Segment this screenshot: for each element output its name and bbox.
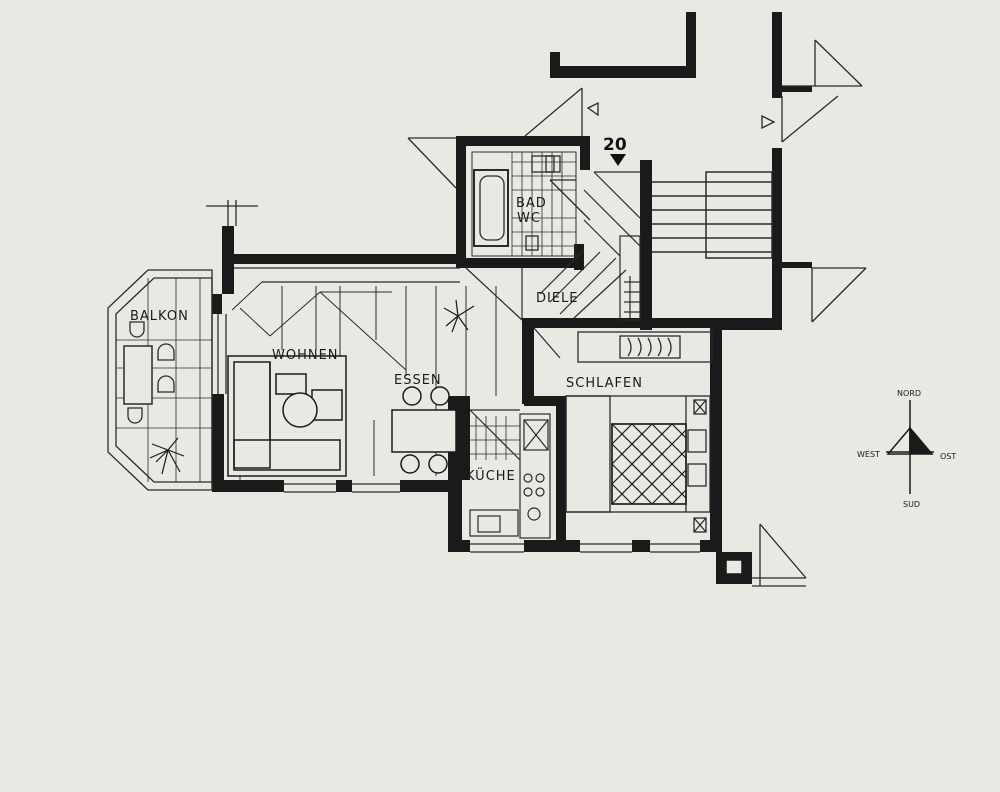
entrance-arrow-icon <box>610 154 626 166</box>
bedroom-window-sun <box>752 523 807 587</box>
compass-south: SUD <box>903 500 920 509</box>
exterior-walls <box>212 136 752 584</box>
room-label-bad: BAD <box>516 196 547 211</box>
room-label-kueche: KÜCHE <box>466 467 516 484</box>
stairwell <box>550 12 812 330</box>
room-label-essen: ESSEN <box>394 373 442 388</box>
kitchen <box>469 409 551 539</box>
bed-quilt <box>611 423 687 505</box>
unit-number: 20 <box>603 135 627 155</box>
hallway-diele <box>465 171 641 359</box>
compass-east: OST <box>940 452 956 461</box>
living-plant-icon <box>443 299 475 333</box>
room-label-wc: WC <box>517 211 541 226</box>
room-label-schlafen: SCHLAFEN <box>566 376 643 391</box>
living-room <box>231 281 497 480</box>
stairwell-windows <box>524 39 867 323</box>
room-label-diele: DIELE <box>536 291 579 306</box>
compass-icon <box>886 400 934 494</box>
bedroom <box>565 331 713 533</box>
room-label-balkon: BALKON <box>130 309 189 324</box>
room-label-wohnen: WOHNEN <box>272 348 339 363</box>
balcony <box>107 269 213 491</box>
stairs <box>652 171 773 259</box>
living-table <box>275 373 343 428</box>
balcony-plant-icon <box>149 437 185 475</box>
dining-table <box>391 386 457 474</box>
compass-north: NORD <box>897 389 921 398</box>
compass-west: WEST <box>857 450 880 459</box>
bathroom <box>407 137 591 257</box>
sofa <box>227 355 347 477</box>
bedroom-vent <box>725 559 743 575</box>
windows <box>206 200 700 553</box>
